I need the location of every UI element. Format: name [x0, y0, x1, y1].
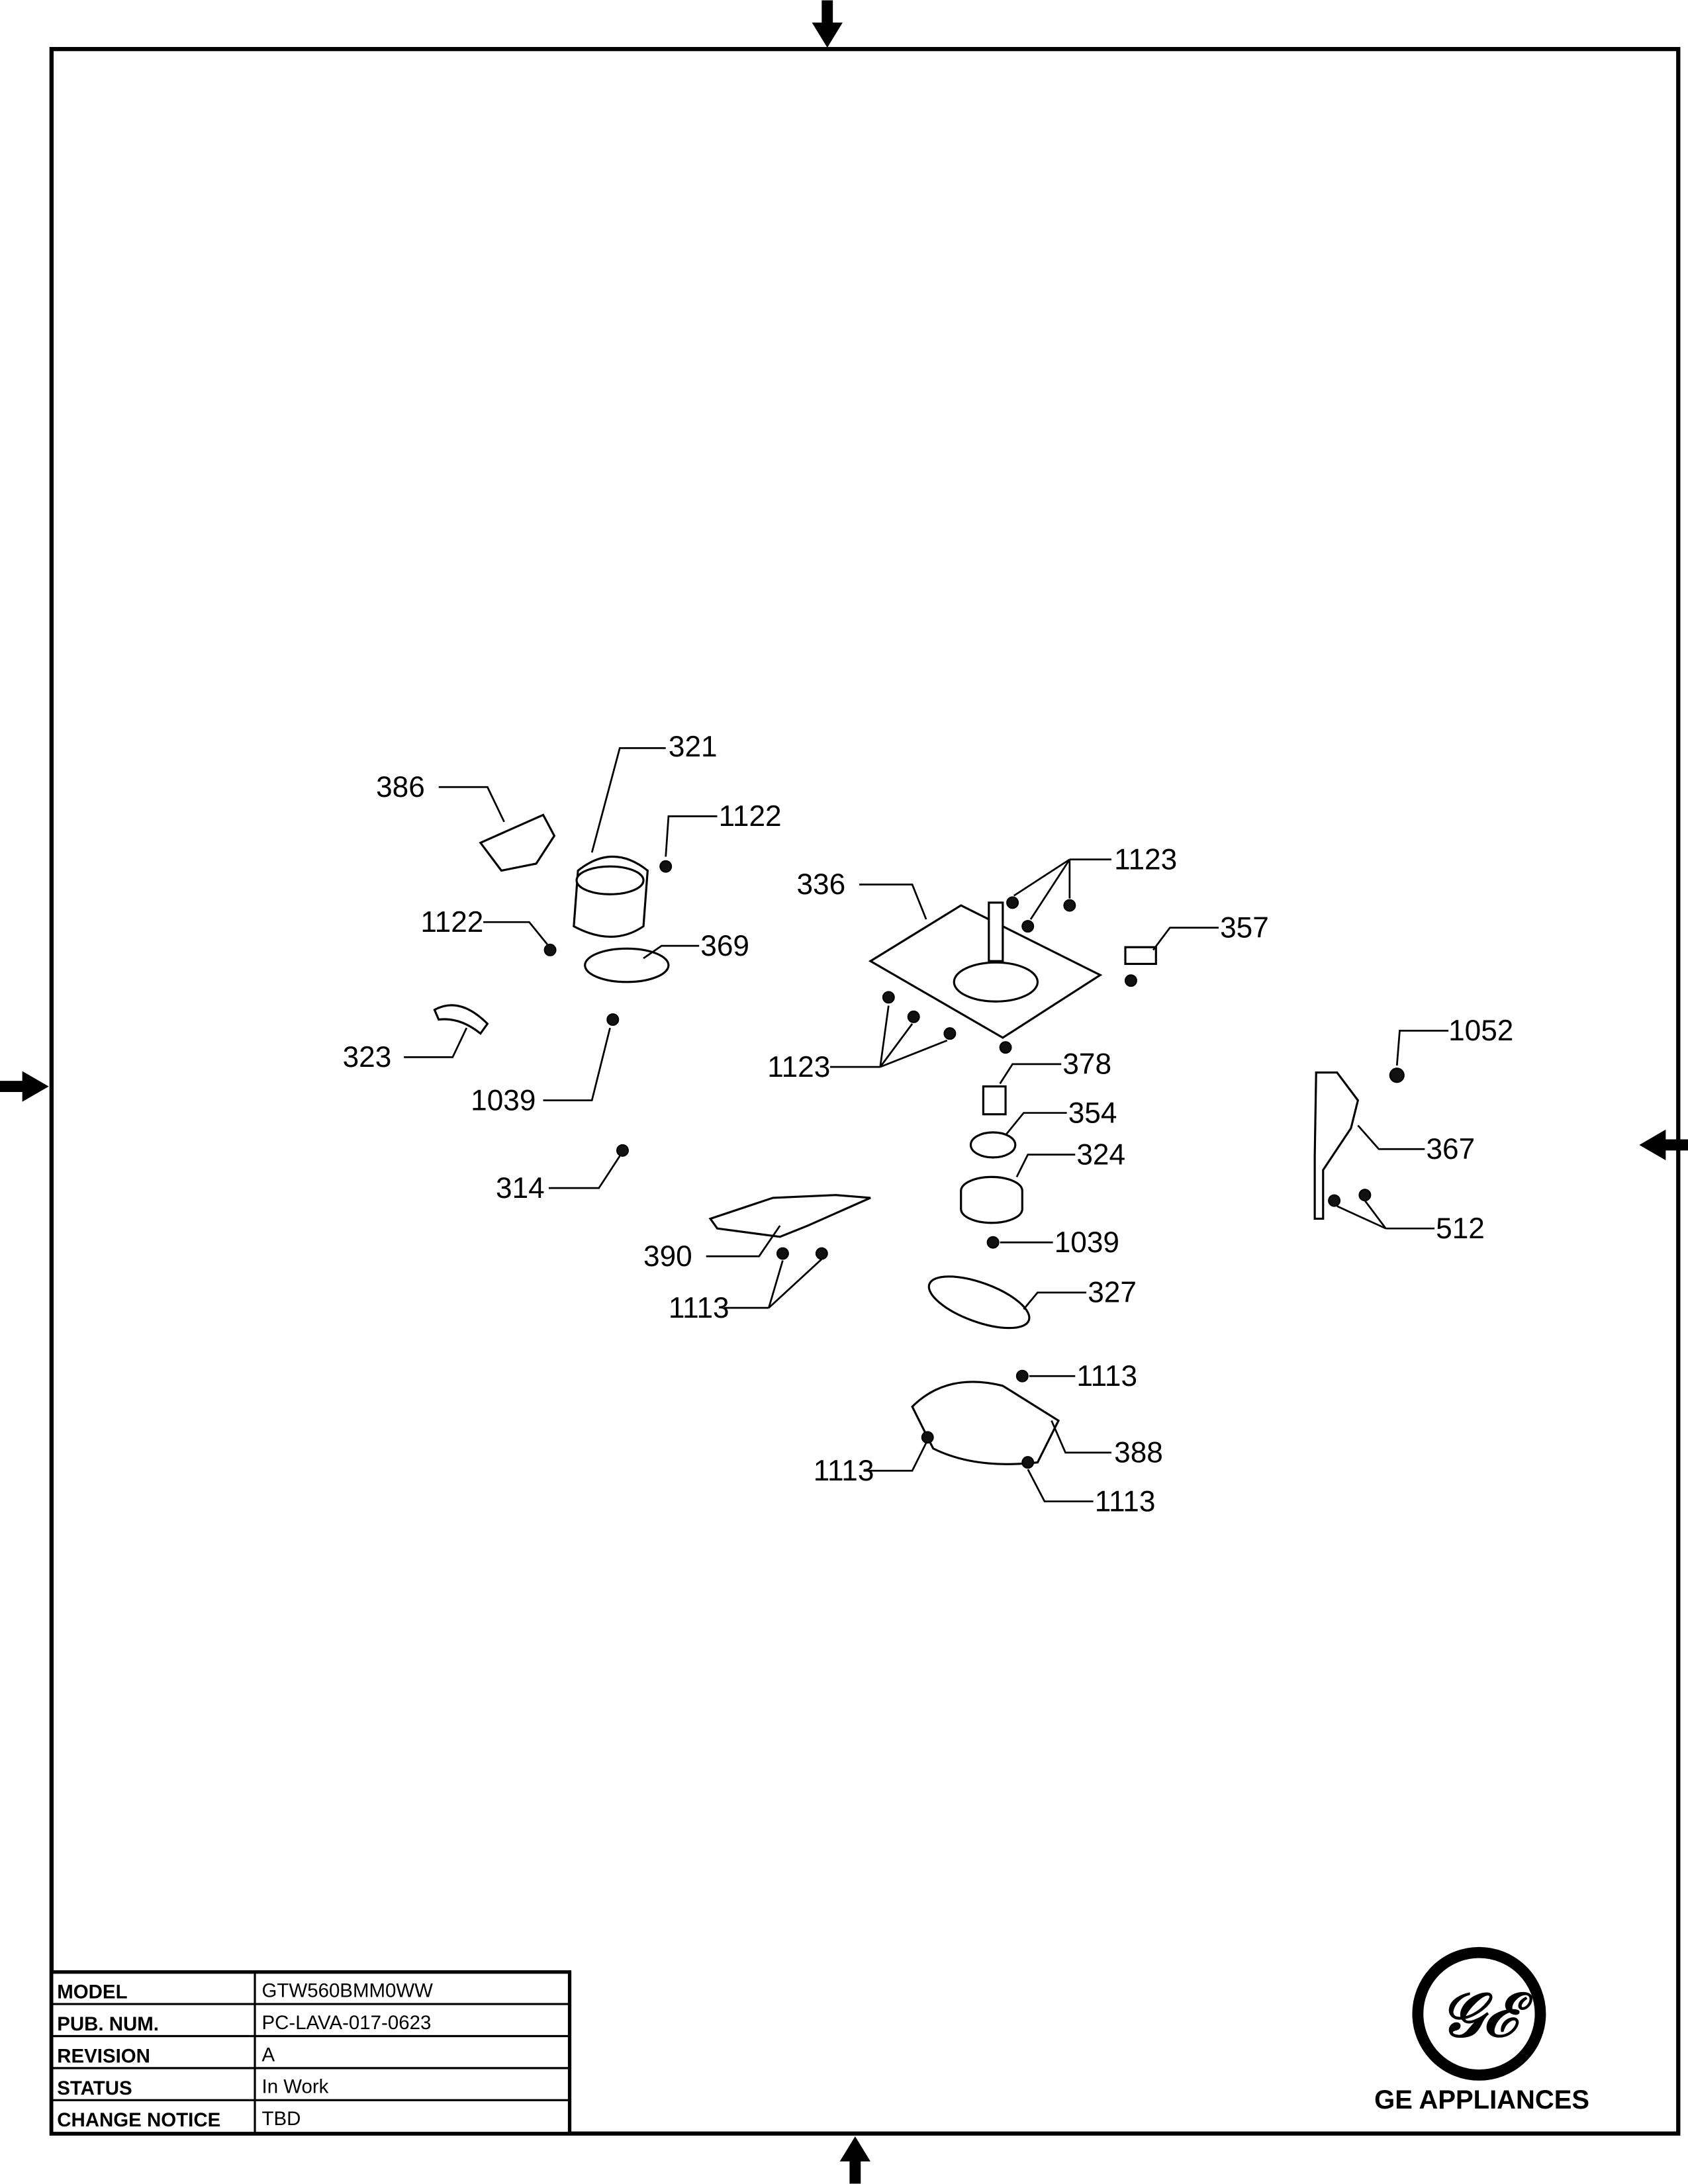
callout-1123: 1123: [767, 1051, 830, 1083]
callout-1039: 1039: [1055, 1226, 1119, 1259]
part-323: [433, 1004, 489, 1035]
part-369: [584, 947, 670, 983]
callout-369: 369: [700, 930, 749, 962]
callout-378: 378: [1062, 1048, 1111, 1081]
callout-354: 354: [1068, 1097, 1117, 1129]
part-shapes: [433, 813, 1405, 1469]
status-label: STATUS: [57, 2077, 132, 2099]
callout-327: 327: [1088, 1277, 1137, 1309]
svg-text:𝒢ℰ: 𝒢ℰ: [1440, 1978, 1534, 2050]
part-367: [1313, 1071, 1360, 1220]
callout-390: 390: [643, 1240, 692, 1273]
ge-logo: 𝒢ℰ GE APPLIANCES: [1374, 1946, 1589, 2115]
part-354: [969, 1131, 1017, 1159]
leader-lines: [404, 747, 1449, 1502]
arrow-right-icon: [1639, 1129, 1688, 1161]
part-378: [982, 1085, 1007, 1116]
drawing-border: [49, 46, 1681, 2136]
pub-num-label: PUB. NUM.: [57, 2013, 159, 2035]
revision-value: A: [262, 2044, 275, 2066]
arrow-bottom-icon: [839, 2136, 870, 2184]
callout-labels: 386 321 1122 336 1123 357 1122 369 323 1…: [343, 731, 1514, 1518]
title-block: MODEL GTW560BMM0WW PUB. NUM. PC-LAVA-017…: [50, 1970, 572, 2136]
callout-1113: 1113: [814, 1455, 874, 1487]
part-324: [960, 1175, 1023, 1224]
part-1052: [1389, 1068, 1405, 1083]
change-notice-label: CHANGE NOTICE: [57, 2109, 220, 2131]
callout-324: 324: [1076, 1138, 1125, 1171]
part-357: [1124, 946, 1157, 966]
status-value: In Work: [262, 2076, 329, 2098]
brand-name: GE APPLIANCES: [1374, 2085, 1589, 2115]
callout-1113: 1113: [1095, 1485, 1156, 1518]
callout-1113: 1113: [1076, 1360, 1137, 1392]
model-value: GTW560BMM0WW: [262, 1980, 434, 2002]
callout-388: 388: [1114, 1437, 1163, 1469]
callout-512: 512: [1436, 1212, 1485, 1245]
callout-1113: 1113: [669, 1292, 729, 1324]
callout-323: 323: [343, 1041, 392, 1073]
change-notice-value: TBD: [262, 2108, 301, 2130]
callout-1122: 1122: [719, 800, 782, 833]
part-327: [927, 1275, 1031, 1330]
part-386: [479, 813, 556, 872]
callout-1123: 1123: [1114, 843, 1177, 876]
callout-314: 314: [496, 1172, 545, 1205]
callout-367: 367: [1426, 1133, 1475, 1165]
callout-336: 336: [796, 868, 845, 901]
arrow-top-icon: [812, 0, 843, 48]
revision-label: REVISION: [57, 2045, 150, 2067]
part-390: [708, 1194, 871, 1238]
callout-321: 321: [669, 731, 718, 763]
arrow-left-icon: [0, 1071, 49, 1102]
model-label: MODEL: [57, 1981, 127, 2003]
callout-1122: 1122: [420, 906, 483, 938]
callout-1052: 1052: [1448, 1015, 1513, 1047]
part-388: [911, 1381, 1060, 1465]
pub-num-value: PC-LAVA-017-0623: [262, 2012, 432, 2034]
callout-386: 386: [376, 771, 425, 803]
callout-357: 357: [1220, 911, 1269, 944]
callout-1039: 1039: [471, 1084, 536, 1116]
